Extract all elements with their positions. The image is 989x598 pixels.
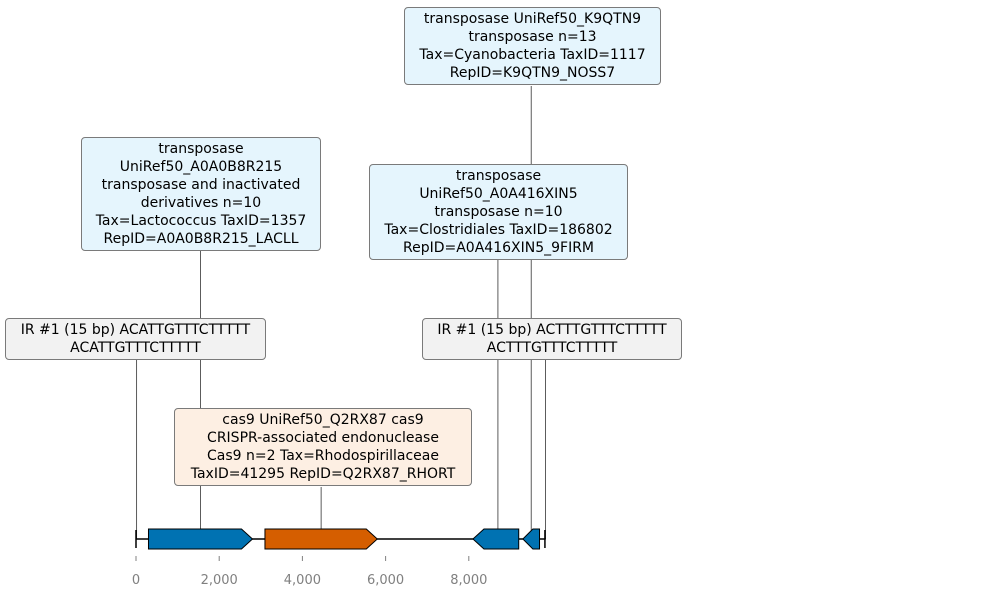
annotation-line: Tax=Cyanobacteria TaxID=1117	[419, 47, 646, 63]
annotation-line: IR #1 (15 bp) ACATTGTTTCTTTTT	[20, 322, 251, 338]
axis-tick-label: 6,000	[367, 573, 404, 588]
annotation-line: transposase n=13	[468, 29, 597, 45]
annotation-line: IR #1 (15 bp) ACTTTGTTTCTTTTT	[437, 322, 667, 338]
axis-tick-label: 8,000	[450, 573, 487, 588]
transposase-gene-arrow	[472, 528, 520, 550]
annotation-line: derivatives n=10	[140, 195, 262, 211]
annotation-inverted-repeat-right: IR #1 (15 bp) ACTTTGTTTCTTTTT ACTTTGTTTC…	[422, 318, 682, 360]
cas9-gene-arrow	[264, 528, 379, 550]
annotation-line: TaxID=41295 RepID=Q2RX87_RHORT	[190, 466, 456, 482]
annotation-line: transposase UniRef50_K9QTN9	[423, 11, 642, 27]
label-connectors	[136, 86, 546, 539]
annotation-line: transposase and inactivated	[101, 177, 301, 193]
transposase-gene-arrow	[522, 528, 541, 550]
axis-tick-label: 4,000	[284, 573, 321, 588]
transposase-gene-arrow	[147, 528, 254, 550]
annotation-transposase-a0a416xin5: transposase UniRef50_A0A416XIN5 transpos…	[369, 164, 628, 260]
annotation-line: RepID=A0A0B8R215_LACLL	[103, 231, 299, 247]
sequence-track	[135, 528, 546, 550]
annotation-line: Tax=Clostridiales TaxID=186802	[384, 222, 613, 238]
annotation-line: Cas9 n=2 Tax=Rhodospirillaceae	[207, 448, 439, 464]
annotation-line: RepID=K9QTN9_NOSS7	[449, 65, 616, 81]
annotation-cas9-q2rx87: cas9 UniRef50_Q2RX87 cas9 CRISPR-associa…	[174, 408, 472, 486]
annotation-line: UniRef50_A0A416XIN5	[419, 186, 578, 202]
annotation-transposase-a0a0b8r215: transposase UniRef50_A0A0B8R215 transpos…	[81, 137, 321, 251]
annotation-line: transposase	[455, 168, 542, 184]
annotation-line: transposase n=10	[434, 204, 563, 220]
annotation-line: cas9 UniRef50_Q2RX87 cas9	[222, 412, 424, 428]
annotation-line: CRISPR-associated endonuclease	[207, 430, 439, 446]
annotation-transposase-k9qtn9: transposase UniRef50_K9QTN9 transposase …	[404, 7, 661, 85]
annotation-line: ACTTTGTTTCTTTTT	[486, 340, 618, 356]
annotation-line: ACATTGTTTCTTTTT	[70, 340, 201, 356]
annotation-line: RepID=A0A416XIN5_9FIRM	[402, 240, 595, 256]
annotation-line: transposase	[158, 141, 244, 157]
annotation-inverted-repeat-left: IR #1 (15 bp) ACATTGTTTCTTTTT ACATTGTTTC…	[5, 318, 266, 360]
axis-tick-label: 2,000	[201, 573, 238, 588]
bp-axis: 0 2,000 4,000 6,000 8,000	[132, 556, 487, 588]
annotation-line: UniRef50_A0A0B8R215	[119, 159, 283, 175]
axis-tick-label: 0	[132, 573, 140, 588]
annotation-line: Tax=Lactococcus TaxID=1357	[95, 213, 307, 229]
